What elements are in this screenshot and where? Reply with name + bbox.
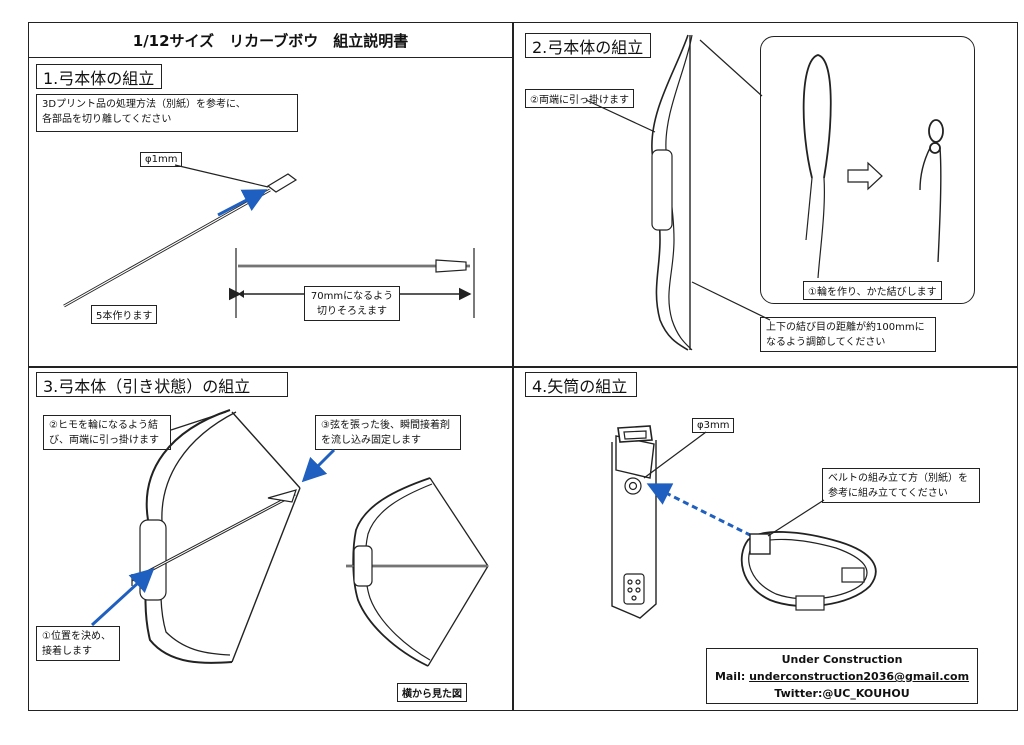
length-line-1: 70mmになるよう <box>310 291 394 302</box>
knot-illustration <box>802 54 944 279</box>
belt-line-1: ベルトの組み立て方（別紙）を <box>828 473 968 484</box>
quiver-illustration <box>611 425 761 619</box>
side-view-label: 横から見た図 <box>397 683 467 702</box>
arrow-diameter-label: φ1mm <box>140 152 183 167</box>
glue-note: ③弦を張った後、瞬間接着剤 を流し込み固定します <box>315 415 461 450</box>
mail-label: Mail: <box>714 670 750 683</box>
string-line-1: ②ヒモを輪になるよう結 <box>49 420 158 431</box>
mail-link[interactable]: underconstruction2036@gmail.com <box>749 670 970 683</box>
intro-line-2: 各部品を切り離してください <box>42 114 172 125</box>
knot-detail-panel <box>760 36 975 304</box>
section-4-heading: 4.矢筒の組立 <box>525 372 637 397</box>
section-1-intro-note: 3Dプリント品の処理方法（別紙）を参考に、 各部品を切り離してください <box>36 94 298 132</box>
position-note: ①位置を決め、 接着します <box>36 626 120 661</box>
arrow-diagonal-illustration <box>63 164 298 308</box>
belt-line-2: 参考に組み立ててください <box>828 488 948 499</box>
belt-note: ベルトの組み立て方（別紙）を 参考に組み立ててください <box>822 468 980 503</box>
make-five-label: 5本作ります <box>91 305 158 324</box>
contact-mail-row: Mail: underconstruction2036@gmail.com <box>707 668 977 685</box>
string-line-2: び、両端に引っ掛けます <box>49 435 159 446</box>
position-line-2: 接着します <box>42 646 92 657</box>
contact-name: Under Construction <box>781 653 903 666</box>
distance-line-1: 上下の結び目の距離が約100mmに <box>766 322 925 333</box>
belt-illustration <box>740 499 877 611</box>
arrow-length-illustration <box>228 248 475 318</box>
section-3-heading: 3.弓本体（引き状態）の組立 <box>36 372 288 397</box>
section-2-heading: 2.弓本体の組立 <box>525 33 651 58</box>
bow-profile-illustration <box>585 34 771 351</box>
loop-knot-label: ①輪を作り、かた結びします <box>803 281 942 300</box>
distance-line-2: なるよう調節してください <box>766 337 886 348</box>
string-note: ②ヒモを輪になるよう結 び、両端に引っ掛けます <box>43 415 171 450</box>
document-title: 1/12サイズ リカーブボウ 組立説明書 <box>28 22 513 58</box>
distance-note: 上下の結び目の距離が約100mmに なるよう調節してください <box>760 317 936 352</box>
contact-twitter: Twitter:@UC_KOUHOU <box>774 687 910 700</box>
horizontal-divider <box>28 366 1018 368</box>
contact-box: Under Construction Mail: underconstructi… <box>706 648 978 704</box>
drawn-bow-illustration <box>90 409 336 664</box>
length-note: 70mmになるよう 切りそろえます <box>304 286 400 321</box>
section-1-heading: 1.弓本体の組立 <box>36 64 162 89</box>
glue-line-1: ③弦を張った後、瞬間接着剤 <box>321 420 450 431</box>
hook-ends-label: ②両端に引っ掛けます <box>525 89 634 108</box>
glue-line-2: を流し込み固定します <box>321 435 421 446</box>
quiver-diameter-label: φ3mm <box>692 418 735 433</box>
position-line-1: ①位置を決め、 <box>42 631 111 642</box>
side-view-bow-illustration <box>346 477 489 667</box>
length-line-2: 切りそろえます <box>317 306 387 317</box>
intro-line-1: 3Dプリント品の処理方法（別紙）を参考に、 <box>42 99 246 110</box>
